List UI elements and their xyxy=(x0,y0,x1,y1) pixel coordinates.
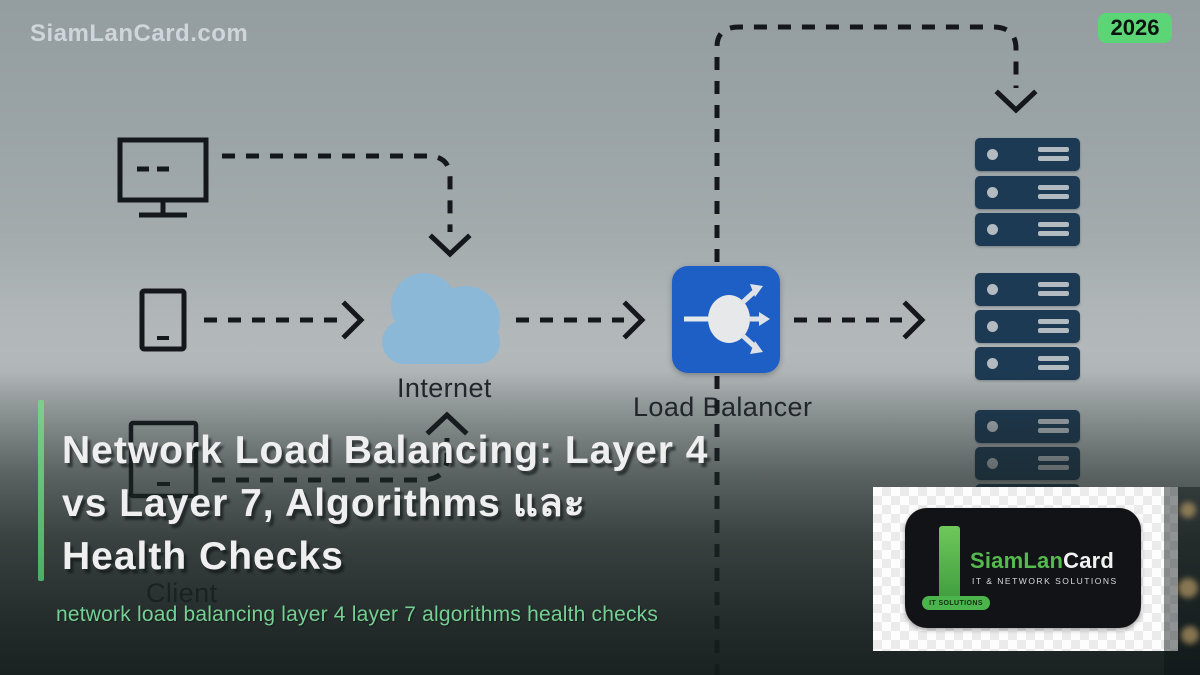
logo-tagline: IT & NETWORK SOLUTIONS xyxy=(972,576,1118,586)
logo-brand-primary: SiamLan xyxy=(970,548,1064,573)
logo-brand-text: SiamLanCard xyxy=(970,548,1114,574)
photo-blob xyxy=(1181,626,1199,644)
siamlancard-logo-card: IT SOLUTIONS SiamLanCard IT & NETWORK SO… xyxy=(905,508,1141,628)
photo-blob xyxy=(1180,502,1196,518)
logo-checker-patch: IT SOLUTIONS SiamLanCard IT & NETWORK SO… xyxy=(873,487,1178,651)
logo-it-solutions-badge: IT SOLUTIONS xyxy=(922,596,990,610)
logo-brand-secondary: Card xyxy=(1063,548,1115,573)
logo-green-bar xyxy=(939,526,960,602)
photo-blob xyxy=(1178,578,1198,598)
